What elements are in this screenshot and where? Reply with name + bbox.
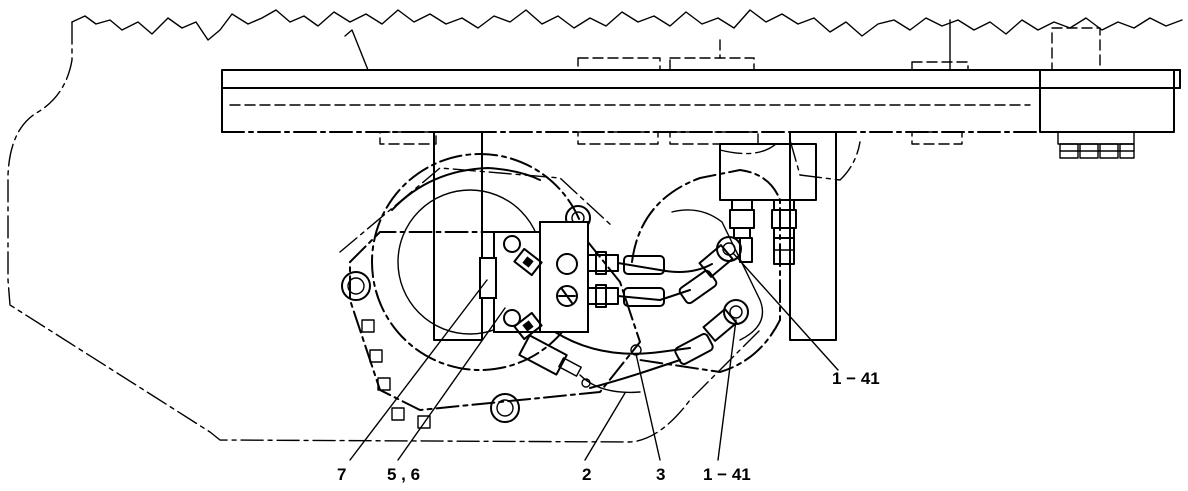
hose-coupling-2 [623,287,665,307]
callout-3: 3 [656,465,666,484]
flange-mid-2 [669,131,759,145]
fitting-block-4 [587,284,619,308]
support-post-right [789,131,837,341]
fitting-block-2 [513,311,543,341]
motor-lobe [671,209,764,341]
motor-body [631,169,781,373]
mounting-plate [349,231,641,411]
leader-5-6 [397,307,506,461]
fitting-block-1 [513,247,543,277]
hose-coupling-3 [674,333,714,365]
leader-2 [584,392,626,461]
hose-coupling-4 [678,269,718,305]
hose-upper [617,262,713,273]
mounting-plate-upper [339,167,613,253]
callout-7: 7 [337,465,347,484]
leader-3 [635,353,661,461]
top-plate-2 [669,57,755,71]
manifold-block [719,143,817,201]
callout-1-41-lower: 1 − 41 [703,465,751,484]
frame-beam [221,69,1181,89]
callout-1-41-upper: 1 − 41 [832,369,880,388]
flange-left [379,131,437,145]
break-line-top [71,9,1183,41]
fitting-block-3 [587,251,619,275]
valve-port-4 [556,285,578,307]
valve-port-3 [556,253,578,275]
top-plate-1 [577,57,661,71]
leader-7 [349,279,488,461]
drum-shoulder [391,167,541,211]
callout-5-6: 5 , 6 [387,465,421,484]
bolt-bottom-1 [490,393,520,423]
leader-1-41-upper [732,252,839,371]
housing-outline [7,21,761,443]
leader-1-41-lower [717,319,737,461]
hose-lower [554,331,691,355]
motor-phantom-right [789,139,861,181]
support-post-left [433,131,483,341]
hose-return [589,359,681,389]
hose-coupling-1 [623,255,665,275]
valve-block-top [539,221,589,333]
right-bracket [1039,69,1175,133]
valve-port-1 [503,235,521,253]
solenoid-cartridge [518,334,582,377]
elbow-fitting-upper[interactable] [698,236,742,278]
flange-right [911,131,963,145]
right-bracket-base [1057,131,1135,145]
edge-nuts-left [361,319,431,429]
top-plate-3 [911,61,969,71]
flange-mid-1 [577,131,659,145]
manifold-port-1 [729,199,755,239]
manifold-phantom [719,141,779,155]
bolt-left-1 [341,271,371,301]
elbow-fitting-lower[interactable] [702,299,749,342]
hex-nut-cluster [1059,143,1135,159]
valve-block-label-plate [479,257,497,299]
manifold-port-2 [771,199,797,265]
callout-2: 2 [582,465,592,484]
hose-drain [579,374,641,394]
right-bracket-post [1051,27,1101,71]
valve-port-2 [503,309,521,327]
cable-stub [344,29,369,71]
manifold-port-3 [739,237,753,263]
hose-clip [581,378,591,388]
